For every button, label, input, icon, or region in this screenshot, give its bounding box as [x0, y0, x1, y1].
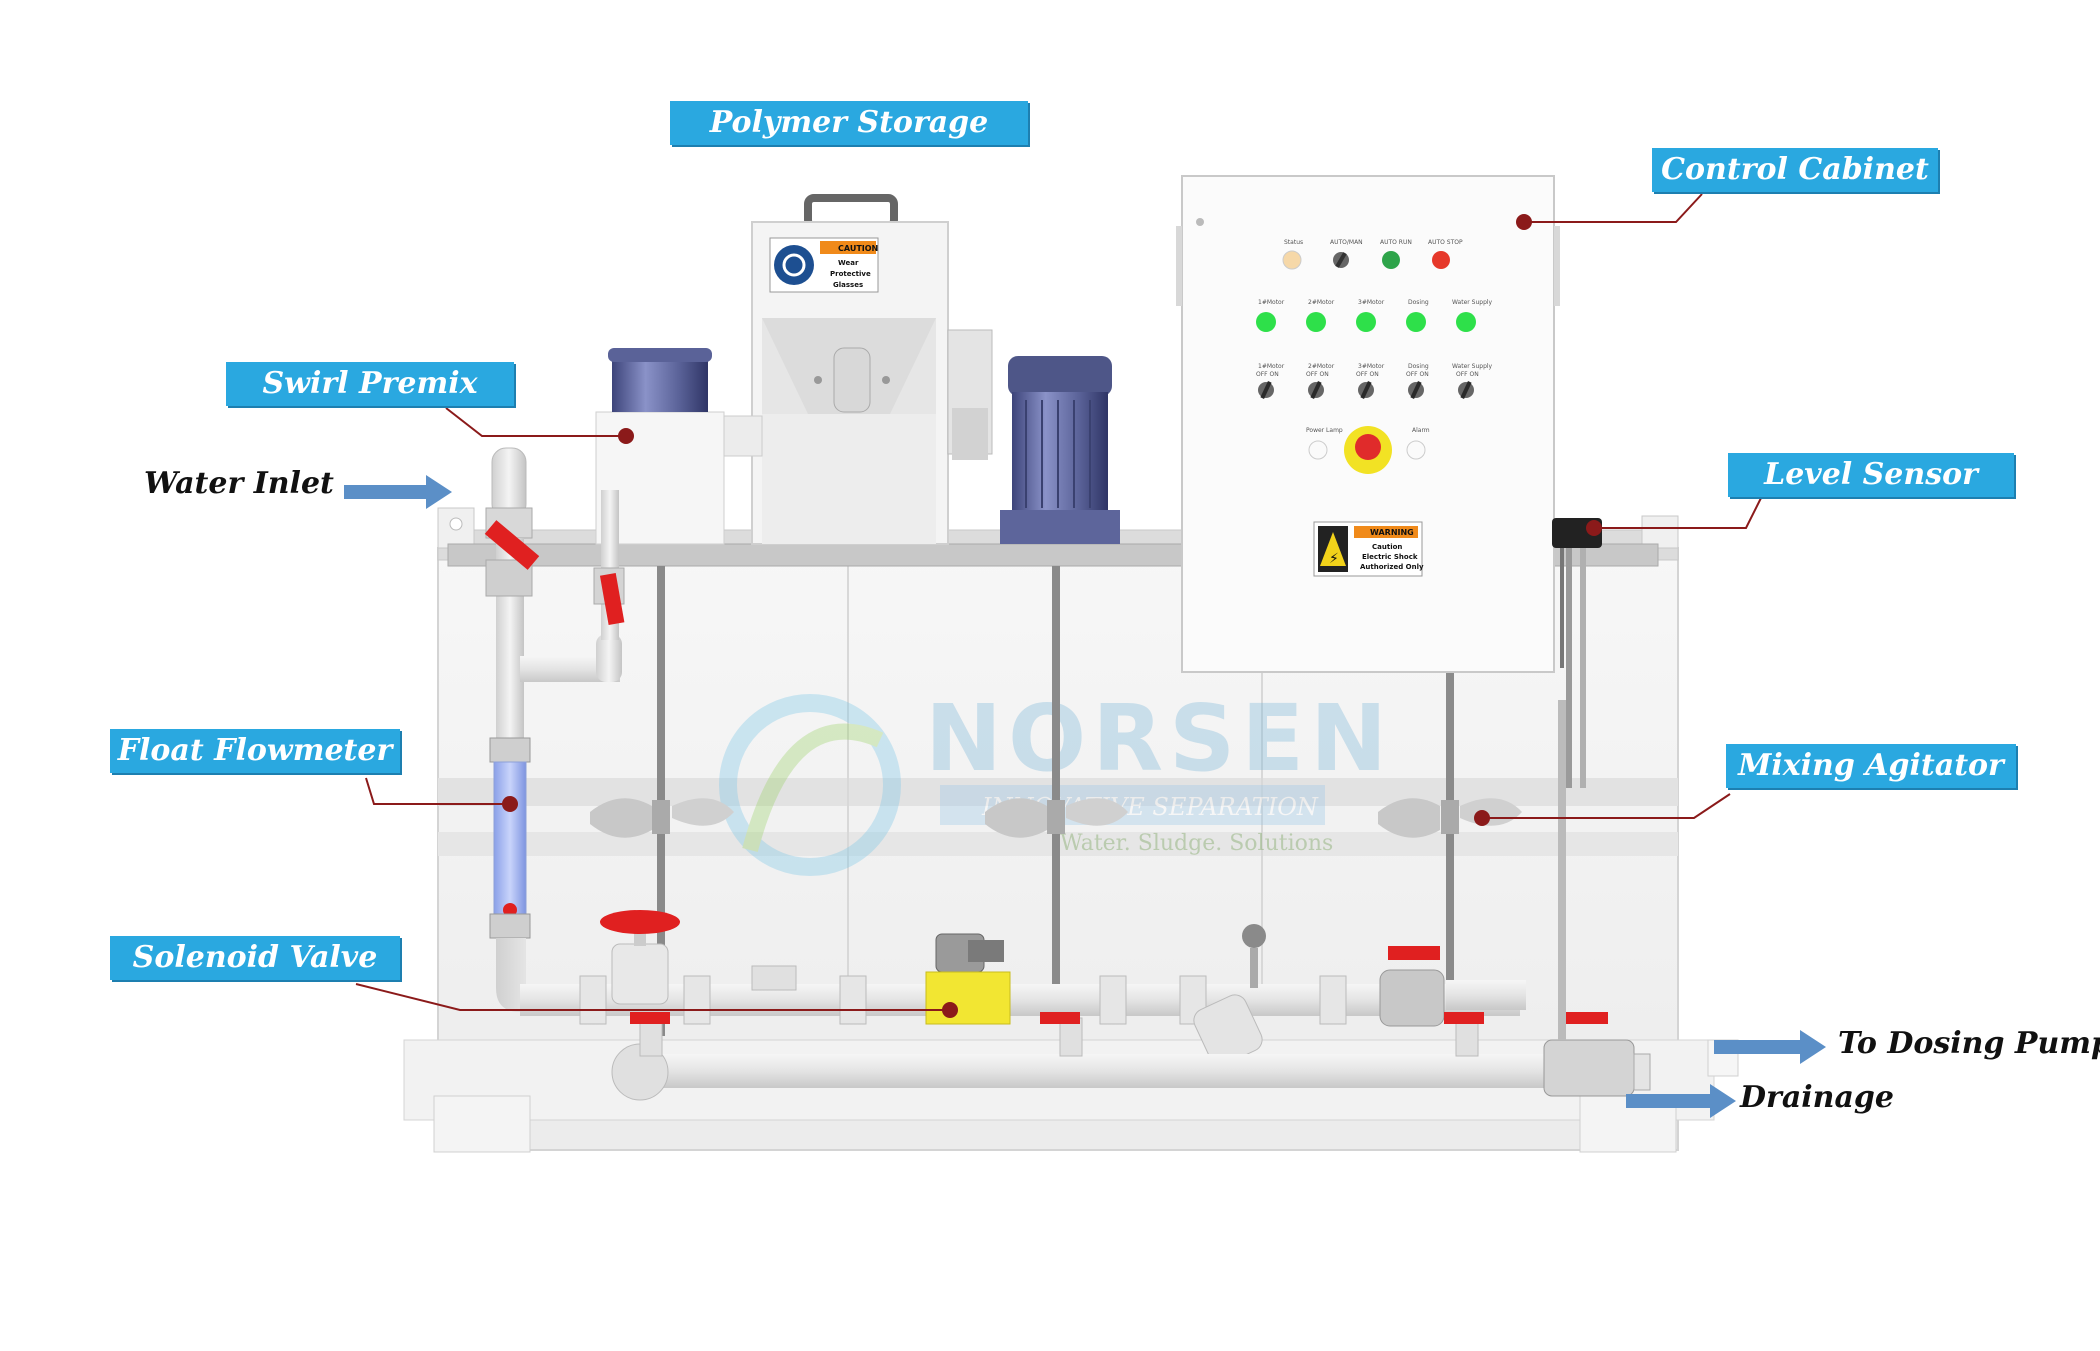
callout-dots: [502, 214, 1602, 1018]
to-dosing-pump-arrow: [1714, 1030, 1826, 1064]
panel-switch-pos-2: OFF ON: [1306, 371, 1329, 378]
callout-mixing-agitator: Mixing Agitator: [1726, 744, 2016, 788]
callout-control-cabinet: Control Cabinet: [1652, 148, 1938, 192]
watermark-slogan: Water. Sludge. Solutions: [1060, 831, 1333, 856]
panel-switch-pos-4: OFF ON: [1406, 371, 1429, 378]
tank-caution-header: CAUTION: [838, 244, 878, 253]
polymer-hopper: CAUTION Wear Protective Glasses: [751, 194, 993, 545]
panel-light-row: 1#Motor 2#Motor 3#Motor Dosing Water Sup…: [1256, 299, 1493, 332]
panel-switch-pos-1: OFF ON: [1256, 371, 1279, 378]
panel-switch-label-1: 1#Motor: [1258, 363, 1285, 370]
panel-light-label-2: 2#Motor: [1308, 299, 1335, 306]
svg-text:⚡: ⚡: [1329, 551, 1339, 567]
panel-light-label-5: Water Supply: [1452, 299, 1493, 306]
callout-solenoid-valve: Solenoid Valve: [110, 936, 400, 980]
cabinet-warning-header: WARNING: [1370, 528, 1414, 537]
handwheel-icon: [600, 910, 680, 934]
label-drainage: Drainage: [1740, 1080, 1894, 1115]
panel-label-auto-run: AUTO RUN: [1380, 239, 1412, 246]
tank-caution-line1: Wear: [838, 259, 859, 267]
float-flowmeter-tube: [493, 761, 527, 915]
panel-switch-label-5: Water Supply: [1452, 363, 1493, 370]
callout-polymer-storage-tank: Polymer Storage Tank: [670, 101, 1028, 184]
cabinet-warning-line3: Authorized Only: [1360, 563, 1424, 571]
tank-caution-sign: CAUTION Wear Protective Glasses: [769, 237, 879, 293]
panel-light-label-4: Dosing: [1408, 299, 1429, 306]
drainage-arrow: [1626, 1084, 1736, 1118]
panel-switch-row: 1#Motor 2#Motor 3#Motor Dosing Water Sup…: [1256, 363, 1493, 400]
panel-top-row: Status AUTO/MAN AUTO RUN AUTO STOP: [1282, 239, 1463, 270]
panel-light-label-1: 1#Motor: [1258, 299, 1285, 306]
cabinet-warning-line2: Electric Shock: [1362, 553, 1418, 561]
ball-valve-handle: [1388, 946, 1440, 960]
panel-label-alarm: Alarm: [1412, 427, 1430, 434]
label-to-dosing-pump: To Dosing Pump: [1838, 1026, 2100, 1061]
panel-label-status: Status: [1284, 239, 1303, 246]
panel-switch-pos-5: OFF ON: [1456, 371, 1479, 378]
solenoid-valve: [925, 933, 1011, 1025]
premix-valve-handle: [599, 572, 625, 625]
tank-caution-line2: Protective: [830, 270, 871, 278]
cabinet-warning-line1: Caution: [1372, 543, 1402, 551]
callout-leaders: [355, 193, 1763, 1011]
brand-watermark: NORSEN INNOVATIVE SEPARATION Water. Slud…: [719, 685, 1393, 876]
panel-bottom-row: Power Lamp Alarm: [1306, 426, 1430, 474]
panel-label-auto-stop: AUTO STOP: [1428, 239, 1463, 246]
panel-light-label-3: 3#Motor: [1358, 299, 1385, 306]
callout-swirl-premix: Swirl Premix: [226, 362, 514, 406]
panel-switch-pos-3: OFF ON: [1356, 371, 1379, 378]
panel-switch-label-4: Dosing: [1408, 363, 1429, 370]
inlet-valve-handle: [484, 520, 540, 570]
panel-label-auto-man: AUTO/MAN: [1330, 239, 1363, 246]
callout-level-sensor: Level Sensor: [1728, 453, 2014, 497]
flow-arrows: [344, 475, 1826, 1118]
swirl-premix-unit: [595, 348, 763, 545]
panel-switch-label-3: 3#Motor: [1358, 363, 1385, 370]
watermark-brand: NORSEN: [925, 685, 1393, 792]
panel-switch-label-2: 2#Motor: [1308, 363, 1335, 370]
tank-caution-line3: Glasses: [833, 281, 863, 289]
outlet-piping: [520, 700, 1651, 1101]
control-cabinet: Status AUTO/MAN AUTO RUN AUTO STOP 1#Mot…: [1176, 175, 1560, 673]
panel-label-power-lamp: Power Lamp: [1306, 427, 1343, 434]
agitator-motor: [1000, 356, 1120, 544]
water-inlet-arrow: [344, 475, 452, 509]
callout-float-flowmeter: Float Flowmeter: [110, 729, 400, 773]
cabinet-warning-sign: ⚡ WARNING Caution Electric Shock Authori…: [1313, 521, 1424, 577]
label-water-inlet: Water Inlet: [144, 466, 334, 501]
